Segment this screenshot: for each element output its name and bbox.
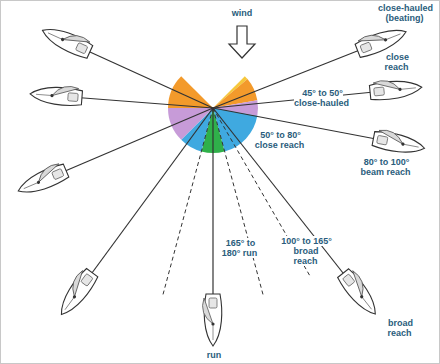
forestay bbox=[65, 297, 74, 310]
forestay bbox=[24, 182, 39, 188]
forestay bbox=[36, 94, 52, 95]
sail bbox=[34, 163, 62, 183]
forestay bbox=[213, 324, 214, 340]
sail bbox=[377, 129, 405, 144]
sailboat bbox=[336, 267, 383, 320]
sail bbox=[63, 30, 91, 50]
course-line bbox=[44, 108, 213, 180]
sail-label: run bbox=[194, 350, 234, 360]
mast bbox=[384, 38, 388, 42]
cockpit bbox=[342, 274, 354, 287]
sail-label: 165° to 180° run bbox=[220, 238, 260, 258]
cockpit bbox=[75, 43, 87, 54]
hull bbox=[336, 268, 382, 320]
sail-label: close reach bbox=[379, 52, 415, 72]
sail-label: broad reach bbox=[382, 318, 418, 338]
forestay bbox=[386, 34, 401, 40]
boats bbox=[14, 21, 426, 346]
mast bbox=[398, 88, 402, 92]
forestay bbox=[48, 33, 63, 40]
sail-label: 100° to 165° broad reach bbox=[280, 236, 332, 266]
cockpit bbox=[360, 42, 372, 53]
sailboat bbox=[369, 77, 423, 101]
sail-label: 45° to 50° close-hauled bbox=[291, 88, 353, 108]
forestay bbox=[362, 297, 372, 310]
sail-label: close-hauled (beating) bbox=[374, 3, 436, 23]
mast bbox=[211, 322, 214, 325]
sail-label: wind bbox=[222, 8, 262, 18]
forestay bbox=[400, 88, 416, 90]
cockpit bbox=[209, 298, 217, 308]
hull bbox=[29, 85, 82, 106]
cockpit bbox=[52, 168, 64, 179]
hull bbox=[15, 163, 70, 199]
sail bbox=[346, 270, 370, 297]
sail bbox=[358, 30, 386, 49]
mast bbox=[401, 142, 405, 146]
mast bbox=[50, 94, 53, 97]
mast bbox=[60, 37, 64, 41]
mast bbox=[36, 180, 40, 184]
dashed-line bbox=[213, 108, 264, 296]
sail bbox=[203, 298, 213, 324]
sailboat bbox=[203, 294, 222, 346]
sailboat bbox=[372, 128, 427, 157]
sail bbox=[373, 79, 400, 92]
sail-label: 50° to 80° close reach bbox=[252, 130, 308, 150]
course-line bbox=[78, 108, 213, 292]
cockpit bbox=[377, 135, 388, 145]
forestay bbox=[403, 144, 419, 147]
cockpit bbox=[68, 93, 79, 102]
mast bbox=[359, 294, 363, 298]
hull bbox=[39, 22, 94, 59]
cockpit bbox=[374, 87, 385, 96]
dashed-line bbox=[163, 108, 214, 296]
sail-label: 80° to 100° beam reach bbox=[354, 157, 418, 177]
hull bbox=[204, 294, 221, 346]
sailboat bbox=[39, 21, 94, 60]
sailboat bbox=[53, 266, 99, 319]
sailboat bbox=[29, 83, 82, 106]
hull bbox=[369, 79, 422, 102]
course-line bbox=[213, 108, 397, 143]
hull bbox=[54, 267, 99, 319]
course-line bbox=[213, 108, 358, 292]
sail bbox=[66, 270, 90, 297]
cockpit bbox=[81, 274, 93, 287]
course-line bbox=[212, 108, 213, 318]
hull bbox=[372, 130, 426, 157]
sector bbox=[168, 76, 213, 108]
wind-arrow bbox=[229, 26, 255, 58]
mast bbox=[72, 295, 76, 299]
sail bbox=[52, 85, 79, 97]
sailboat bbox=[14, 161, 69, 199]
